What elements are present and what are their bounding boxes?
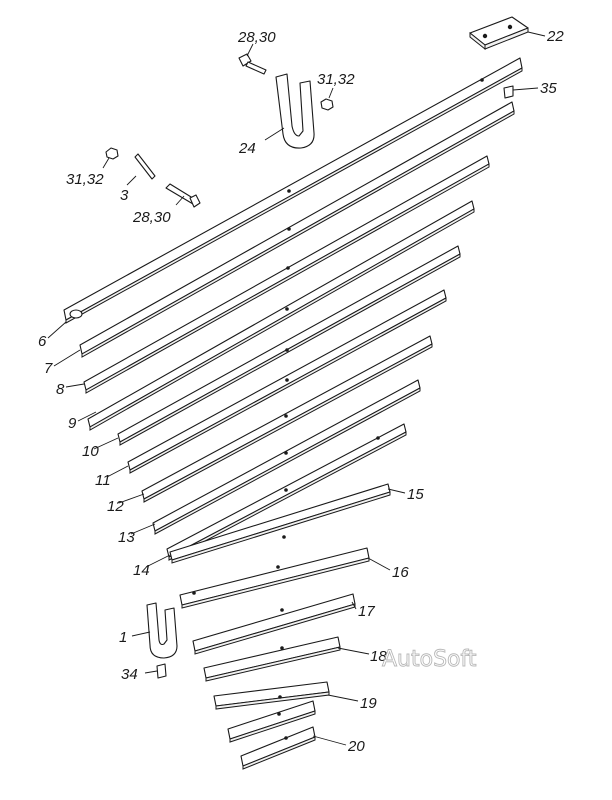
spring-leaf-edge [242,736,316,770]
spring-leaf [63,57,523,321]
leader-line [312,735,347,746]
pin-3: 3 [120,153,156,204]
spring-leaves [63,57,523,770]
leaf-label-6: 6 [38,333,47,350]
leaf-label-17: 17 [358,603,375,620]
leaf-label-20: 20 [347,738,365,755]
spring-leaf-edge [129,297,447,474]
leaf-label-19: 19 [360,695,377,712]
leader-line [351,601,357,610]
nut-left: 31,32 [66,147,119,188]
bolt-top: 28,30 [237,29,276,75]
clamp-plate-22: 22 [469,16,564,51]
u-bolt-24: 24 [238,73,315,157]
label-nut-top: 31,32 [317,71,355,88]
spring-leaf-edge [119,253,461,446]
leaf-label-8: 8 [56,381,65,398]
leaf-label-10: 10 [82,443,99,460]
leaf-label-11: 11 [95,472,111,489]
center-bolt-hole [480,78,484,82]
spring-leaf-edge [81,110,515,358]
leader-line [53,349,81,367]
leaf-label-15: 15 [407,486,424,503]
center-bolt-hole [284,488,288,492]
spring-leaf [179,547,370,606]
spring-leaf-edge [143,343,433,503]
leader-line [367,557,391,571]
center-bolt-hole [280,646,284,650]
leaf-label-12: 12 [107,498,124,515]
spring-leaf-edge [205,646,341,682]
leader-line [387,488,406,494]
leaf-label-14: 14 [133,562,150,579]
center-bolt-hole [286,266,290,270]
center-bolt-hole [284,414,288,418]
spring-leaf-edge [65,67,523,324]
center-bolt-hole [278,695,282,699]
label-35: 35 [540,80,557,97]
u-bolt-1: 1 [119,602,178,659]
leaf-label-18: 18 [370,648,387,665]
leader-line [327,694,359,702]
center-bolt-hole [287,227,291,231]
leader-line [337,647,370,655]
watermark-logo: AutoSoft [382,647,477,672]
center-bolt-hole [284,736,288,740]
center-bolt-hole [277,712,281,716]
label-3: 3 [120,187,129,204]
leader-line [118,493,145,504]
center-bolt-hole [285,348,289,352]
center-bolt-hole [282,535,286,539]
spring-leaf [141,335,433,500]
leader-line [130,523,156,535]
label-bolt-top: 28,30 [237,29,276,46]
leader-line [106,465,129,478]
leader-line [93,437,119,450]
leader-line [145,554,171,568]
spring-leaf-edge [171,491,391,564]
leader-line [47,321,67,339]
spring-leaf-edge [181,557,370,609]
fitting-35: 35 [503,80,557,99]
leaf-labels: 6 789 10 11 12 13 14 15 16 17 18 19 20 [38,321,424,755]
spring-leaf-edge [154,387,421,535]
bolt-left: 28,30 [132,183,201,226]
label-nut-left: 31,32 [66,171,104,188]
leaf-label-16: 16 [392,564,409,581]
leaf-label-9: 9 [68,415,77,432]
label-34: 34 [121,666,138,683]
leaf-label-13: 13 [118,529,135,546]
center-bolt-hole [376,436,380,440]
spring-eye [69,309,83,319]
fitting-34: 34 [121,663,167,683]
leader-line [77,411,97,422]
spring-leaf-edge [89,208,475,431]
center-bolt-hole [284,451,288,455]
leader-line [65,383,85,388]
spring-leaf-edge [229,710,316,743]
center-bolt-hole [285,307,289,311]
center-bolt-hole [276,565,280,569]
label-24: 24 [238,140,256,157]
center-bolt-hole [192,591,196,595]
label-1: 1 [119,629,127,646]
nut-top: 31,32 [317,71,355,111]
label-bolt-left: 28,30 [132,209,171,226]
label-22: 22 [546,28,564,45]
center-bolt-hole [280,608,284,612]
spring-leaf-edge [85,163,490,394]
leaf-label-7: 7 [44,360,53,377]
center-bolt-hole [285,378,289,382]
spring-leaf-edge [168,431,407,561]
center-bolt-hole [287,189,291,193]
